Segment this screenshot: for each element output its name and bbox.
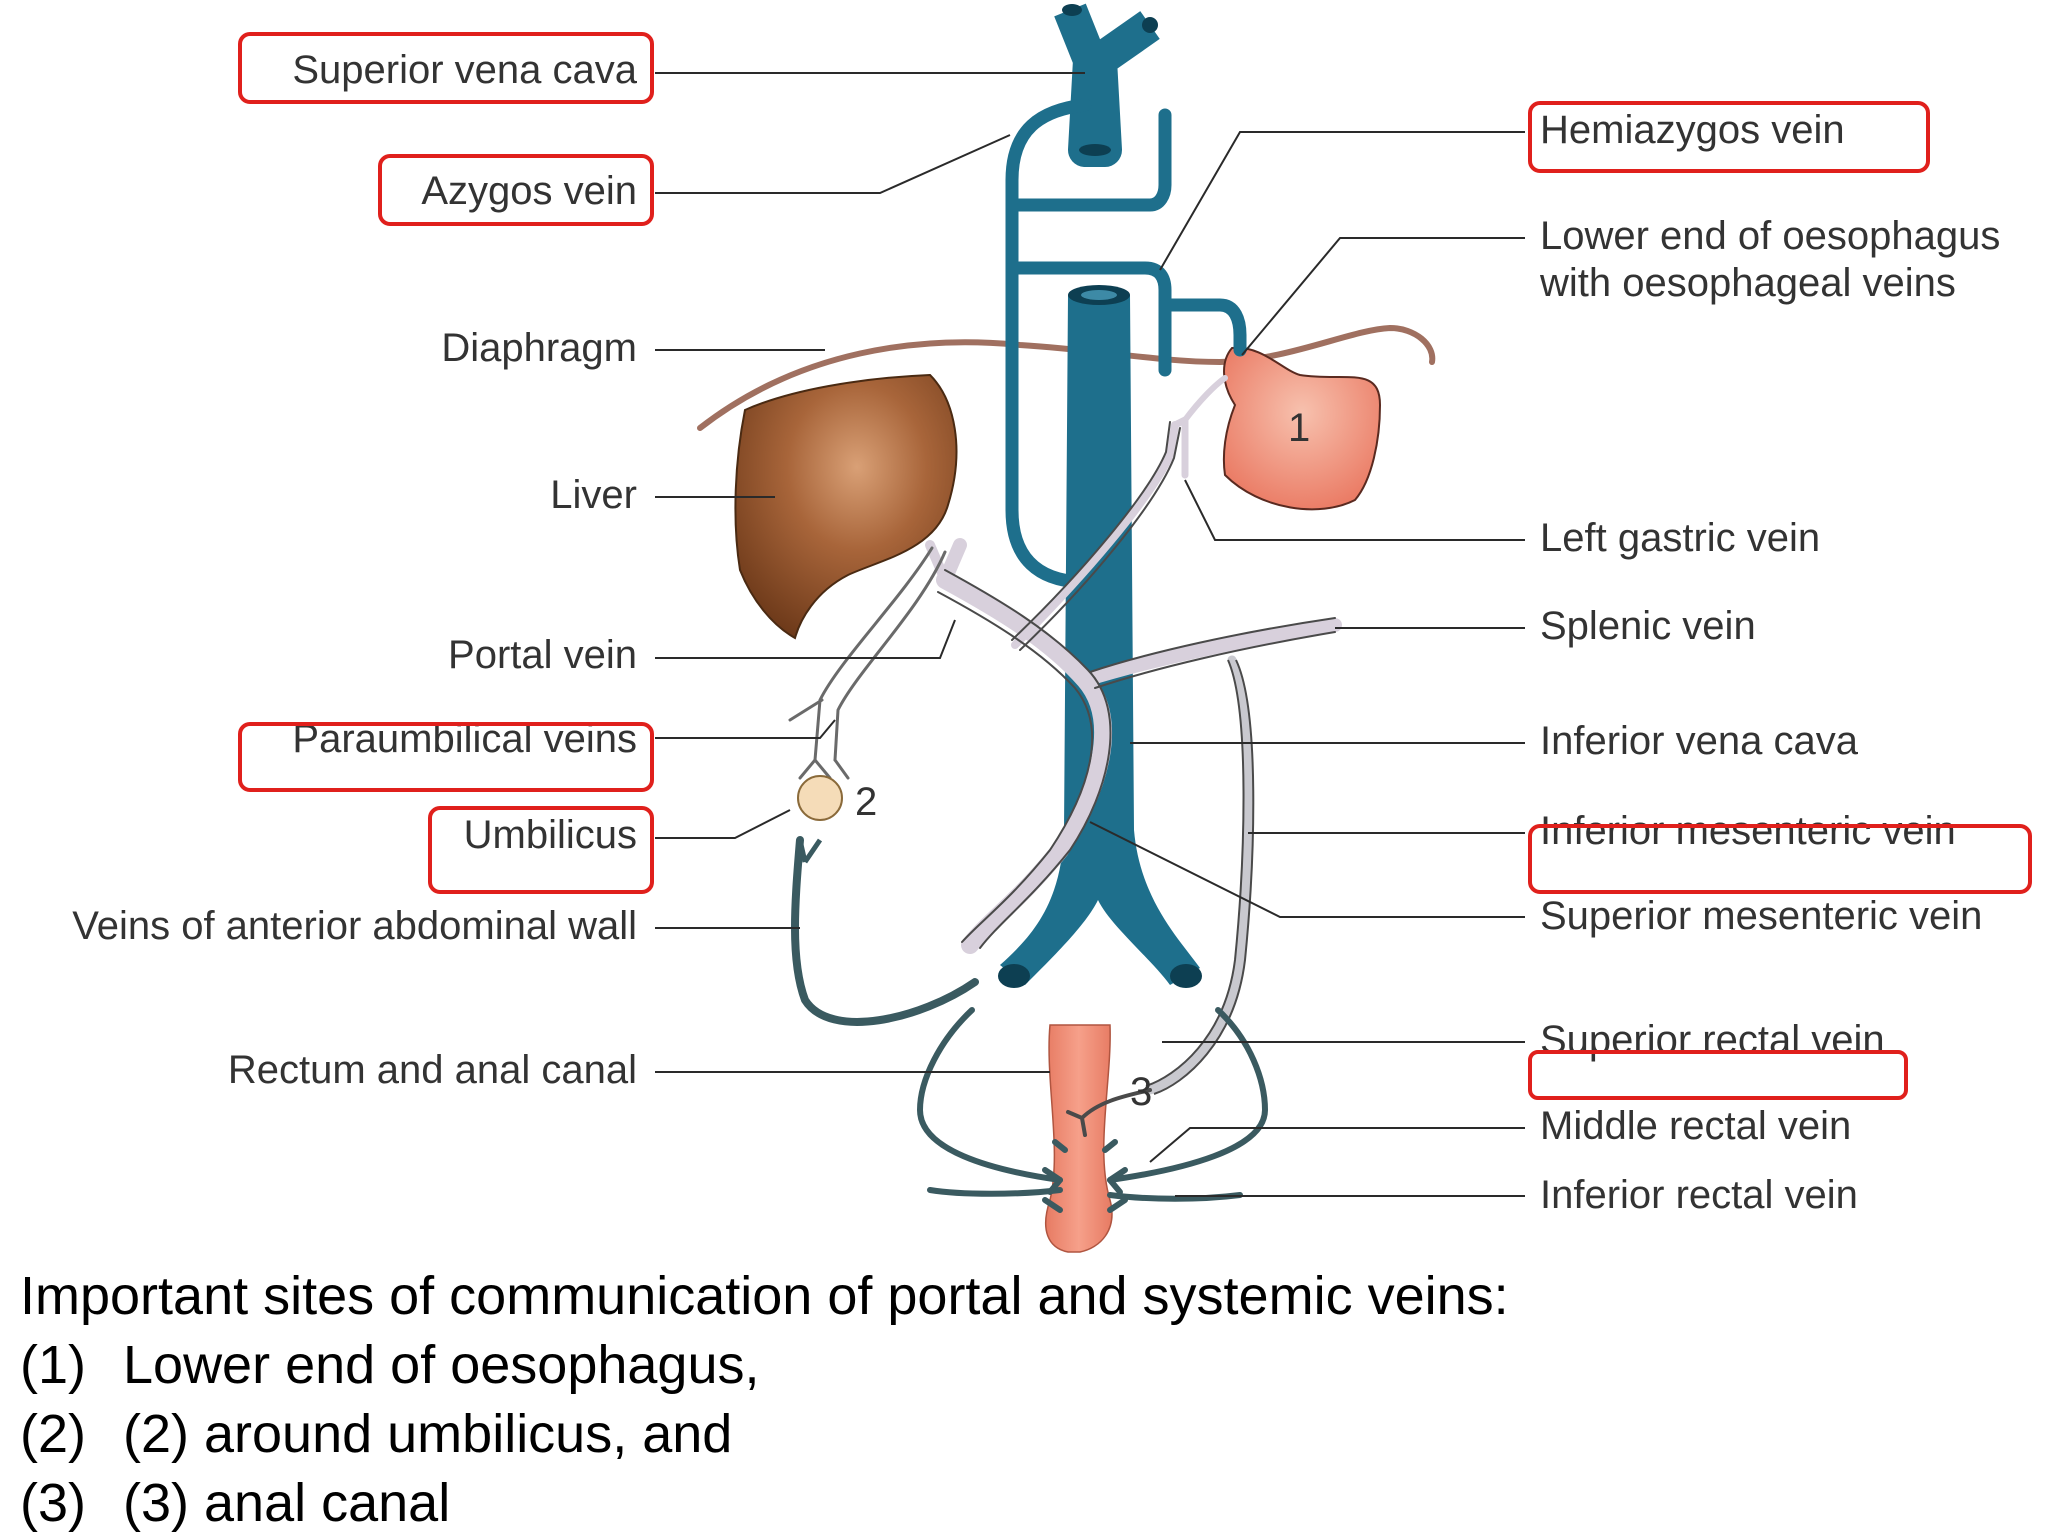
stomach [1222, 346, 1382, 511]
caption-item-index: (1) [20, 1335, 86, 1395]
portal-system-shape [925, 375, 1342, 954]
anterior-abdominal-wall-vein [791, 836, 979, 1026]
portal-system-outline [937, 421, 1336, 949]
highlight-box-hemiazygos-vein [1528, 101, 1930, 173]
caption-item-text: Lower end of oesophagus, [123, 1335, 760, 1395]
caption-item: (1) Lower end of oesophagus, [20, 1331, 2020, 1400]
label-veins-anterior-abdominal-wall: Veins of anterior abdominal wall [72, 904, 637, 948]
label-inferior-vena-cava: Inferior vena cava [1540, 719, 1859, 763]
liver [734, 373, 958, 640]
caption: Important sites of communication of port… [20, 1262, 2020, 1538]
azygos-vein-shape [1005, 98, 1092, 589]
label-rectum-anal-canal: Rectum and anal canal [228, 1048, 637, 1092]
site-marker-2: 2 [855, 780, 877, 824]
label-liver: Liver [550, 473, 637, 517]
label-inferior-rectal-vein: Inferior rectal vein [1540, 1173, 1858, 1217]
superior-vena-cava-shape [1054, 3, 1160, 167]
label-umbilicus: Umbilicus [464, 813, 637, 857]
label-lower-end-oesophagus: Lower end of oesophagus [1540, 214, 2000, 258]
label-inferior-mesenteric-vein: Inferior mesenteric vein [1540, 809, 1956, 853]
site-marker-1: 1 [1288, 406, 1310, 450]
caption-heading: Important sites of communication of port… [20, 1266, 1509, 1326]
label-azygos-vein: Azygos vein [421, 169, 637, 213]
umbilicus-shape [797, 775, 843, 821]
label-hemiazygos-vein: Hemiazygos vein [1540, 108, 1845, 152]
oesophageal-veins [1158, 298, 1247, 357]
caption-item-text: (3) anal canal [123, 1473, 451, 1533]
label-left-gastric-vein: Left gastric vein [1540, 516, 1820, 560]
highlight-box-umbilicus [428, 806, 654, 894]
highlight-box-superior-rectal-vein [1528, 1050, 1908, 1100]
azygos-tributary-upper [1005, 108, 1172, 212]
label-superior-mesenteric-vein: Superior mesenteric vein [1540, 894, 1982, 938]
caption-item: (3) (3) anal canal [20, 1469, 2020, 1538]
label-splenic-vein: Splenic vein [1540, 604, 1756, 648]
label-superior-vena-cava: Superior vena cava [292, 48, 637, 92]
label-portal-vein: Portal vein [448, 633, 637, 677]
label-middle-rectal-vein: Middle rectal vein [1540, 1104, 1851, 1148]
caption-item-index: (2) [20, 1404, 86, 1464]
highlight-box-paraumbilical-veins [238, 722, 654, 792]
rectal-veins-shape [916, 1007, 1269, 1213]
inferior-mesenteric-vein-outline [1145, 659, 1255, 1095]
paraumbilical-veins-shape [788, 546, 947, 780]
caption-item: (2) (2) around umbilicus, and [20, 1400, 2020, 1469]
highlight-box-inferior-mesenteric-vein [1528, 824, 2032, 894]
site-marker-3: 3 [1130, 1070, 1152, 1114]
caption-item-index: (3) [20, 1473, 86, 1533]
label-diaphragm: Diaphragm [441, 326, 637, 370]
leader-lines-right [1089, 131, 1525, 1197]
highlight-box-superior-vena-cava [238, 32, 654, 104]
highlight-box-azygos-vein [378, 154, 654, 226]
umbilicus-lower-branches [797, 838, 823, 864]
label-oesophageal-veins: with oesophageal veins [1539, 261, 1956, 305]
rectum-anal-canal [1045, 1024, 1113, 1253]
inferior-mesenteric-vein-shape [1145, 655, 1253, 1095]
superior-rectal-vein-shape [1066, 1088, 1152, 1137]
caption-item-text: (2) around umbilicus, and [123, 1404, 733, 1464]
inferior-vena-cava-shape [998, 285, 1202, 988]
label-superior-rectal-vein: Superior rectal vein [1540, 1018, 1885, 1062]
leader-lines-left [655, 72, 1085, 1073]
hemiazygos-vein-shape [1005, 261, 1172, 377]
